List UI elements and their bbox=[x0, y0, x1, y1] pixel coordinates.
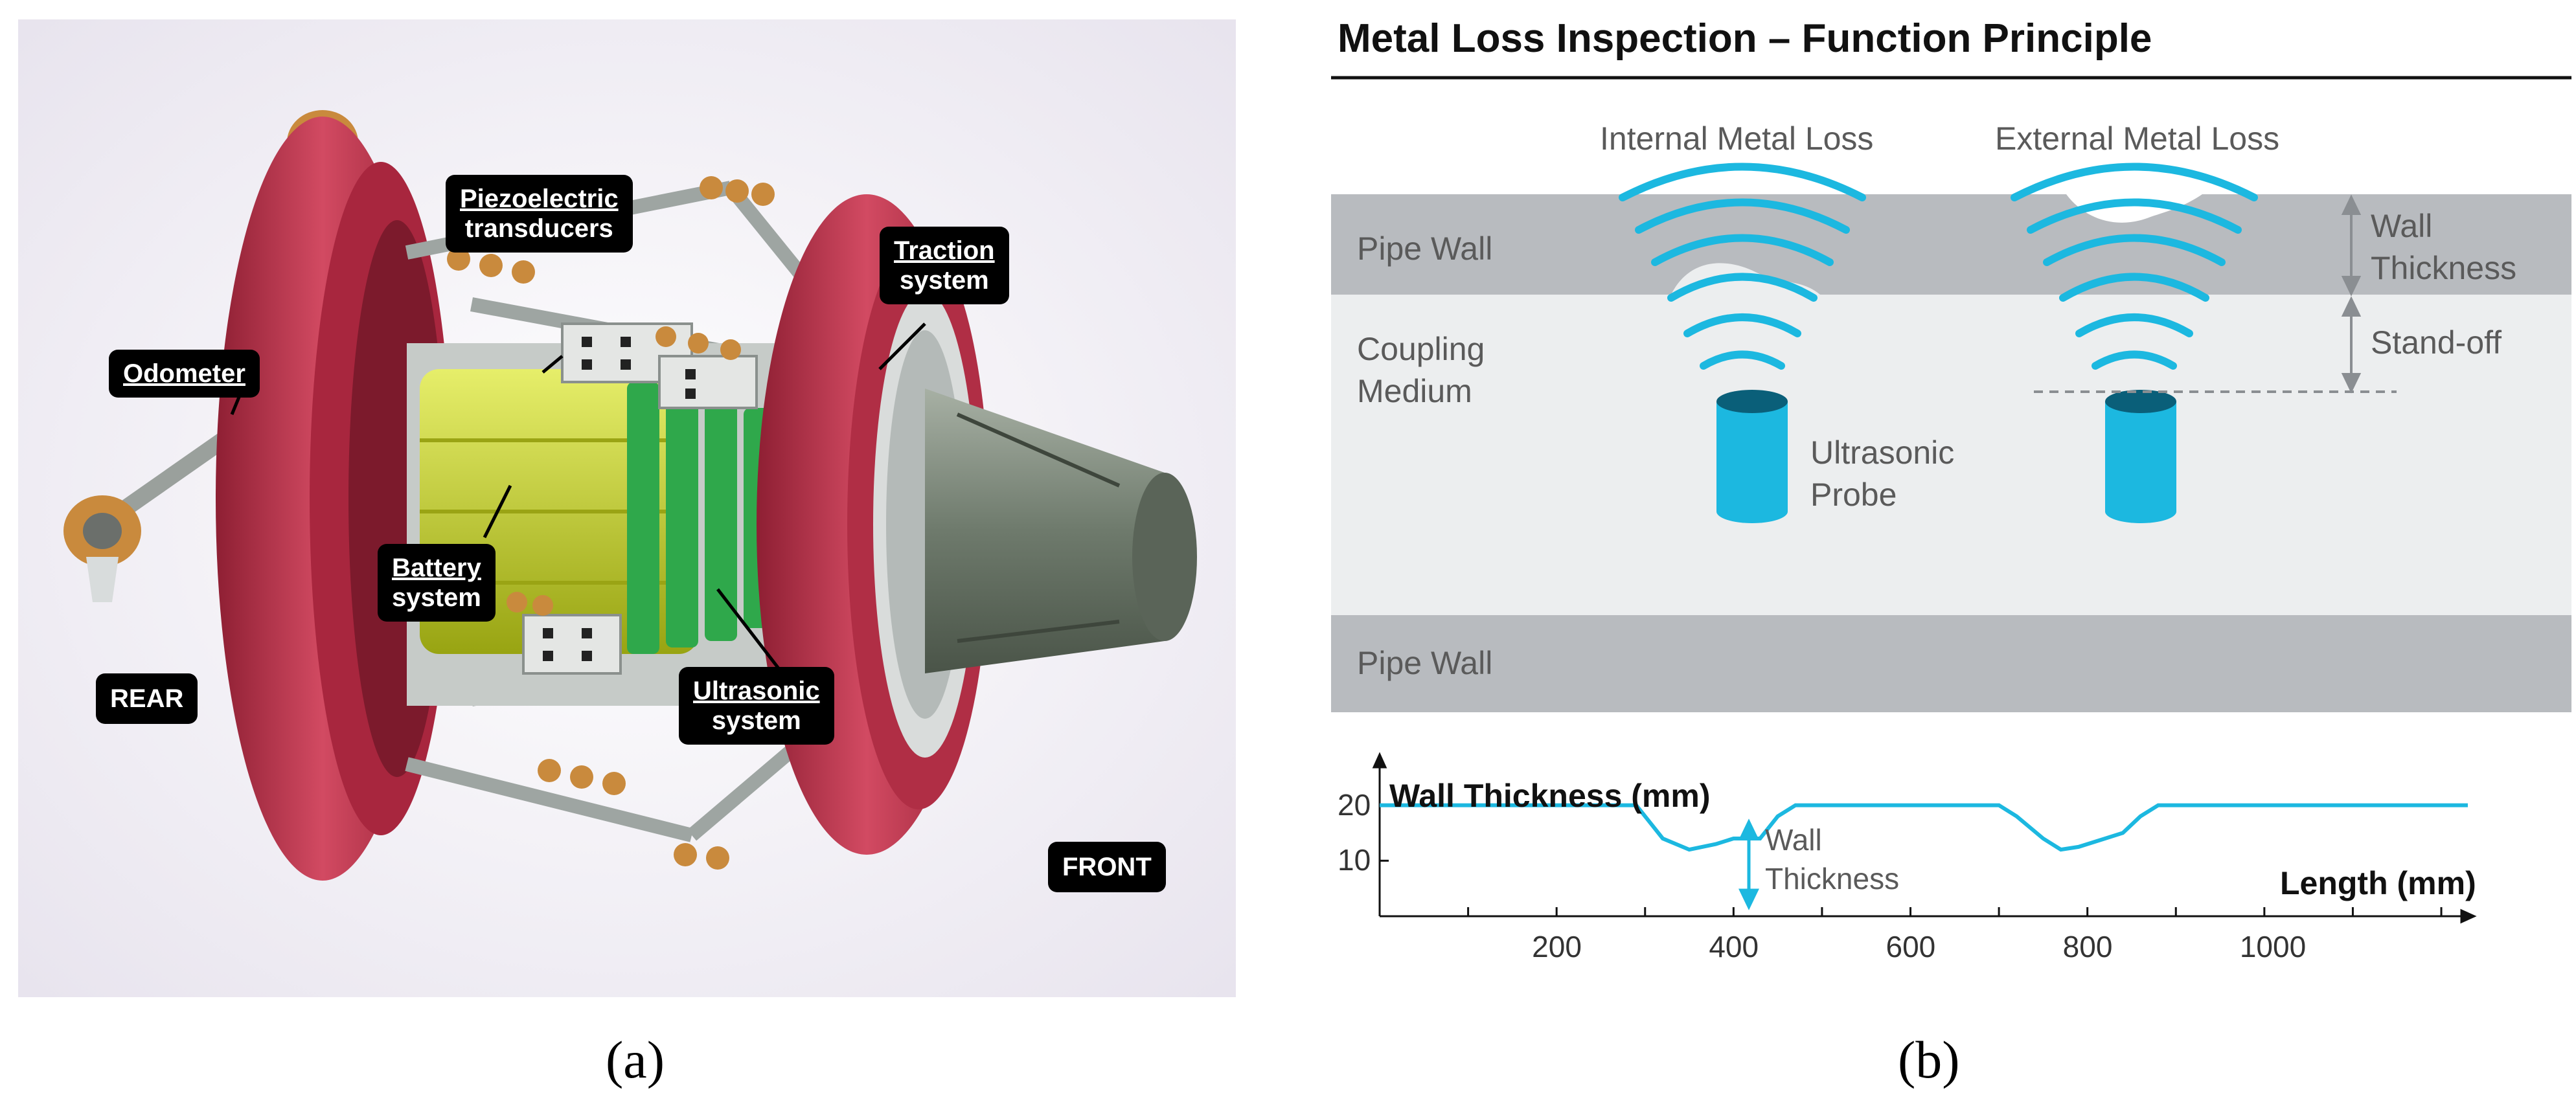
external-probe bbox=[2105, 390, 2176, 523]
ultrasonic-probe-label-1: Ultrasonic bbox=[1810, 434, 1955, 471]
metal-loss-diagram bbox=[1331, 76, 2571, 924]
ultrasonic-system-label: Ultrasonic system bbox=[679, 667, 834, 745]
wall-thickness-label-1: Wall bbox=[2371, 208, 2433, 244]
x-tick-label: 400 bbox=[1709, 930, 1759, 963]
pipe-wall-top-band bbox=[1331, 194, 2571, 295]
x-tick-label: 800 bbox=[2062, 930, 2113, 963]
pipe-wall-bottom-band bbox=[1331, 615, 2571, 712]
wall-thickness-label-2: Thickness bbox=[2371, 250, 2517, 286]
chart-annotation-2: Thickness bbox=[1765, 862, 1900, 896]
x-tick-label: 1000 bbox=[2239, 930, 2307, 963]
small-rollers bbox=[447, 176, 775, 870]
nose-cone bbox=[925, 389, 1197, 673]
piezoelectric-transducers-label: Piezoelectric transducers bbox=[446, 175, 633, 253]
panel-a-pig-render: Piezoelectric transducers Traction syste… bbox=[18, 19, 1236, 997]
chart-annotation-1: Wall bbox=[1765, 823, 1822, 857]
chart-axes bbox=[1372, 752, 2477, 924]
y-tick-label: 10 bbox=[1338, 843, 1371, 877]
pipe-wall-bottom-label: Pipe Wall bbox=[1357, 645, 1493, 681]
odometer-assembly bbox=[63, 427, 237, 602]
pipe-wall-top-label: Pipe Wall bbox=[1357, 231, 1493, 267]
external-ultrasonic-waves bbox=[2011, 163, 2258, 370]
internal-ultrasonic-waves bbox=[1619, 163, 1866, 370]
panel-b-function-principle: Metal Loss Inspection – Function Princip… bbox=[1302, 0, 2576, 1010]
x-tick-label: 600 bbox=[1886, 930, 1936, 963]
front-label: FRONT bbox=[1048, 842, 1166, 892]
chart-ylabel: Wall Thickness (mm) bbox=[1389, 778, 1711, 814]
wall-thickness-series-line bbox=[1380, 803, 2468, 852]
coupling-medium-label-1: Coupling bbox=[1357, 331, 1485, 367]
caption-b: (b) bbox=[1898, 1030, 1960, 1089]
transducer-blocks bbox=[522, 322, 758, 675]
internal-probe bbox=[1716, 390, 1788, 523]
rear-label: REAR bbox=[96, 673, 198, 724]
ultrasonic-probe-label-2: Probe bbox=[1810, 477, 1897, 513]
chart-xlabel: Length (mm) bbox=[2280, 865, 2476, 901]
internal-metal-loss-label: Internal Metal Loss bbox=[1600, 120, 1874, 157]
standoff-label: Stand-off bbox=[2371, 324, 2502, 361]
battery-system-label: Battery system bbox=[378, 544, 496, 622]
diagram-title: Metal Loss Inspection – Function Princip… bbox=[1338, 16, 2152, 61]
coupling-medium-band bbox=[1331, 295, 2571, 615]
x-tick-label: 200 bbox=[1532, 930, 1582, 963]
dimension-arrows bbox=[2341, 194, 2362, 394]
caption-a: (a) bbox=[606, 1030, 665, 1089]
chart-thickness-arrow bbox=[1738, 818, 1759, 910]
traction-system-label: Traction system bbox=[880, 227, 1009, 304]
y-tick-label: 20 bbox=[1338, 787, 1371, 822]
odometer-label: Odometer bbox=[109, 350, 260, 398]
coupling-medium-label-2: Medium bbox=[1357, 373, 1472, 409]
external-metal-loss-label: External Metal Loss bbox=[1995, 120, 2280, 157]
